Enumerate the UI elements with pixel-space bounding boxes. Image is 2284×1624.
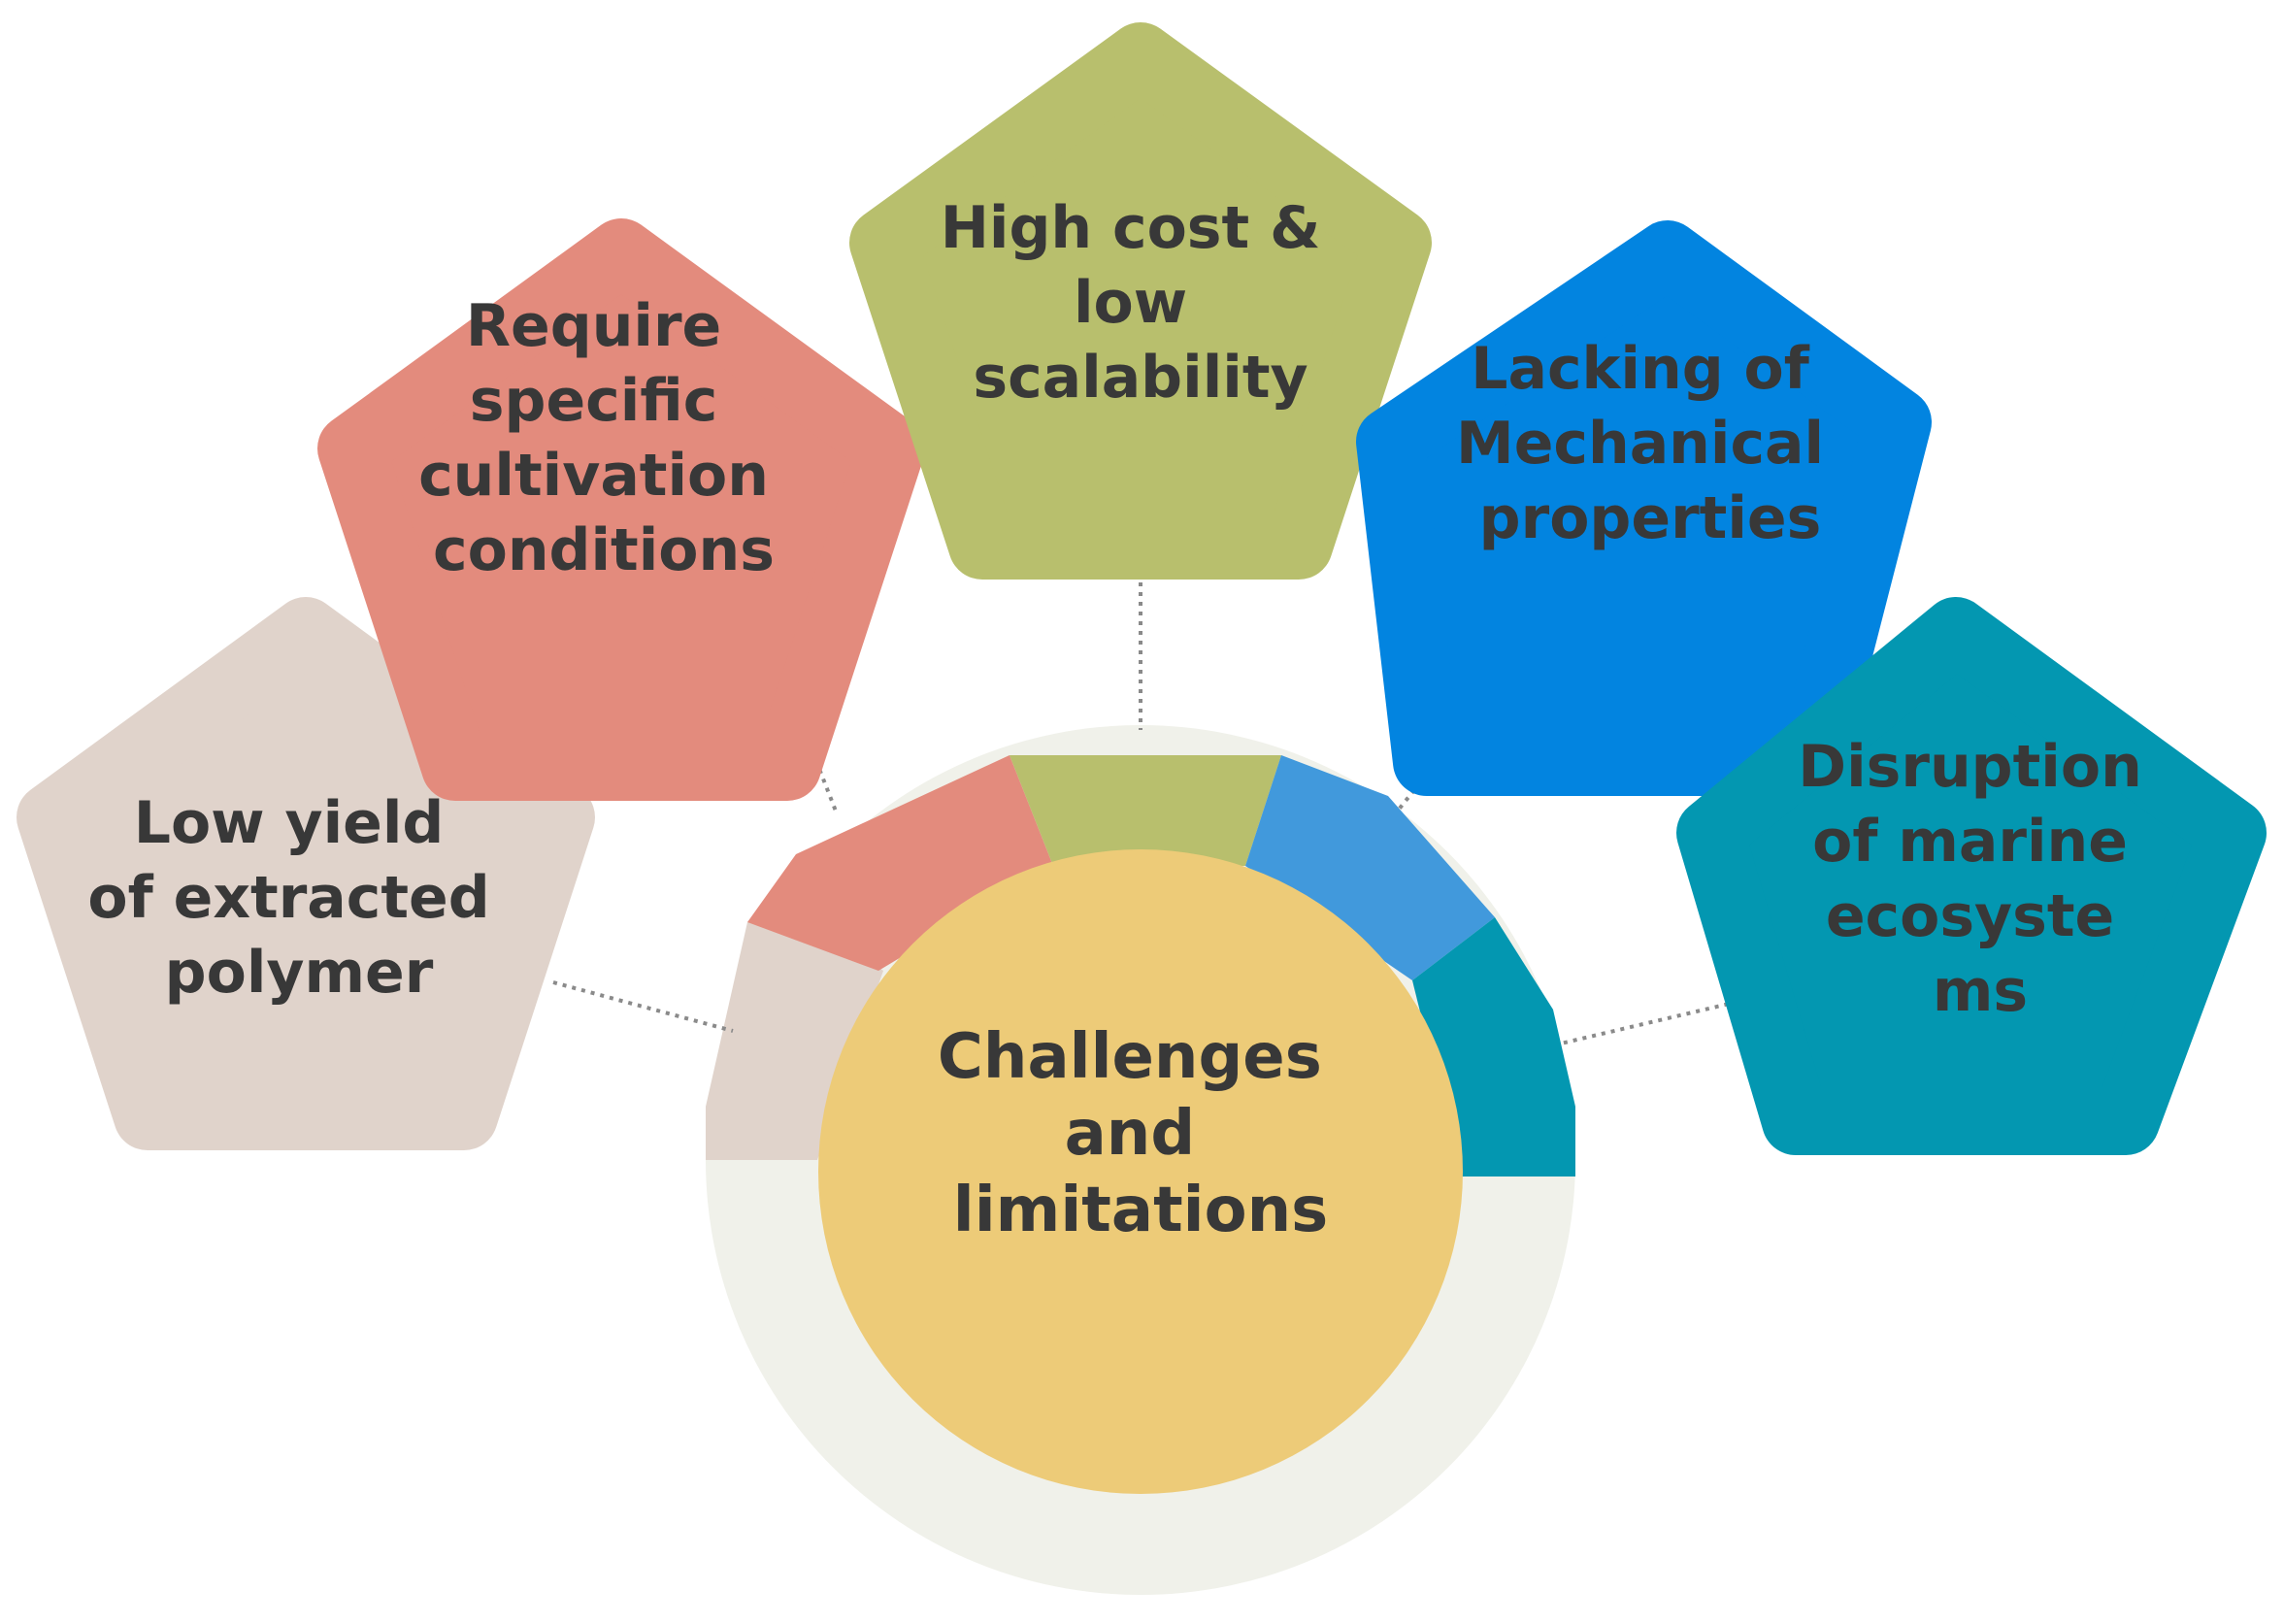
node-cultivation-line-1: Require	[466, 292, 721, 360]
center-label-line-1: Challenges	[938, 1021, 1322, 1093]
node-cost-line-3: scalability	[973, 344, 1308, 412]
node-low-yield-line-3: polymer	[165, 939, 434, 1007]
ring-segment-low-yield	[706, 922, 883, 1160]
node-marine-line-2: of marine	[1812, 808, 2128, 876]
center-label-line-3: limitations	[953, 1175, 1328, 1246]
node-marine-line-4: ms	[1933, 957, 2028, 1025]
connector-cultivation	[782, 679, 839, 814]
node-cultivation-line-2: specific	[470, 367, 718, 435]
node-cultivation: Require specific cultivation conditions	[317, 218, 925, 801]
node-cost-pentagon	[849, 22, 1432, 580]
node-mechanical-line-3: properties	[1479, 484, 1822, 552]
node-cultivation-label: Require specific cultivation conditions	[418, 292, 789, 584]
ring-segment-mechanical	[1245, 755, 1495, 980]
node-marine-pentagon	[1676, 597, 2267, 1155]
ring-segments	[706, 755, 1575, 1177]
node-cultivation-line-3: cultivation	[418, 442, 769, 510]
node-cost: High cost & low scalability	[849, 22, 1432, 580]
node-cost-label: High cost & low scalability	[941, 194, 1341, 412]
connector-low-yield	[552, 980, 734, 1033]
node-cultivation-line-4: conditions	[433, 516, 775, 584]
node-marine-label: Disruption of marine ecosyste ms	[1798, 733, 2162, 1025]
connector-marine	[1560, 1000, 1738, 1045]
center-label: Challenges and limitations	[938, 1021, 1343, 1246]
node-marine-line-3: ecosyste	[1826, 882, 2114, 950]
node-low-yield-line-2: of extracted	[87, 864, 489, 932]
node-marine: Disruption of marine ecosyste ms	[1676, 597, 2267, 1155]
node-mechanical-line-1: Lacking of	[1471, 335, 1810, 403]
node-low-yield-label: Low yield of extracted polymer	[87, 789, 510, 1007]
node-cultivation-pentagon	[317, 218, 925, 801]
node-cost-line-1: High cost &	[941, 194, 1321, 262]
node-mechanical-pentagon	[1356, 220, 1932, 796]
ring-segment-cost	[1010, 755, 1281, 866]
node-low-yield-line-1: Low yield	[134, 789, 445, 857]
node-mechanical: Lacking of Mechanical properties	[1356, 220, 1932, 796]
node-mechanical-label: Lacking of Mechanical properties	[1456, 335, 1844, 552]
ring-segment-cultivation	[747, 755, 1053, 971]
node-mechanical-line-2: Mechanical	[1456, 410, 1824, 478]
center-circle	[818, 849, 1463, 1494]
node-marine-line-1: Disruption	[1798, 733, 2142, 801]
node-cost-line-2: low	[1074, 269, 1187, 337]
center-label-line-2: and	[1065, 1098, 1196, 1170]
